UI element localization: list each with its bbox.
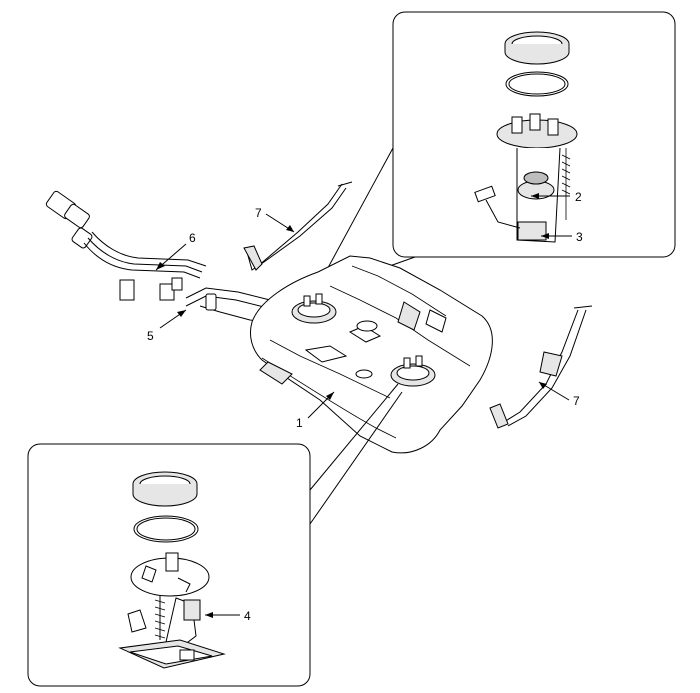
callout-4-label: 4 [244,609,251,623]
fuel-pump-gasket [505,71,569,97]
callout-6: 6 [155,231,196,271]
callout-5-label: 5 [147,329,154,343]
callout-7-right-label: 7 [573,394,580,408]
fuel-sender-gasket [133,515,199,543]
fuel-pump-detail-box [316,11,676,290]
callout-6-label: 6 [189,231,196,245]
callout-2-label: 2 [575,190,582,204]
fuel-level-sender-arm [474,185,521,229]
fuel-tank [249,255,493,454]
fuel-pump-module [496,113,578,243]
callout-7-right: 7 [538,381,580,408]
callout-4: 4 [205,609,251,623]
tank-band-left [243,181,353,271]
vapor-hose-assembly [45,190,207,301]
callout-7-left: 7 [255,206,295,233]
callout-1-label: 1 [296,416,303,430]
callout-3: 3 [541,230,583,244]
fuel-sender-detail-box [27,383,403,687]
callout-1: 1 [296,391,335,430]
tank-band-right [489,305,593,429]
fuel-pump-lock-ring [504,31,570,65]
callout-3-label: 3 [576,230,583,244]
callout-7-left-label: 7 [255,206,262,220]
fuel-sender-module [118,552,226,669]
callout-2: 2 [531,190,582,204]
fuel-sender-lock-ring [132,471,198,507]
callout-5: 5 [147,309,187,343]
